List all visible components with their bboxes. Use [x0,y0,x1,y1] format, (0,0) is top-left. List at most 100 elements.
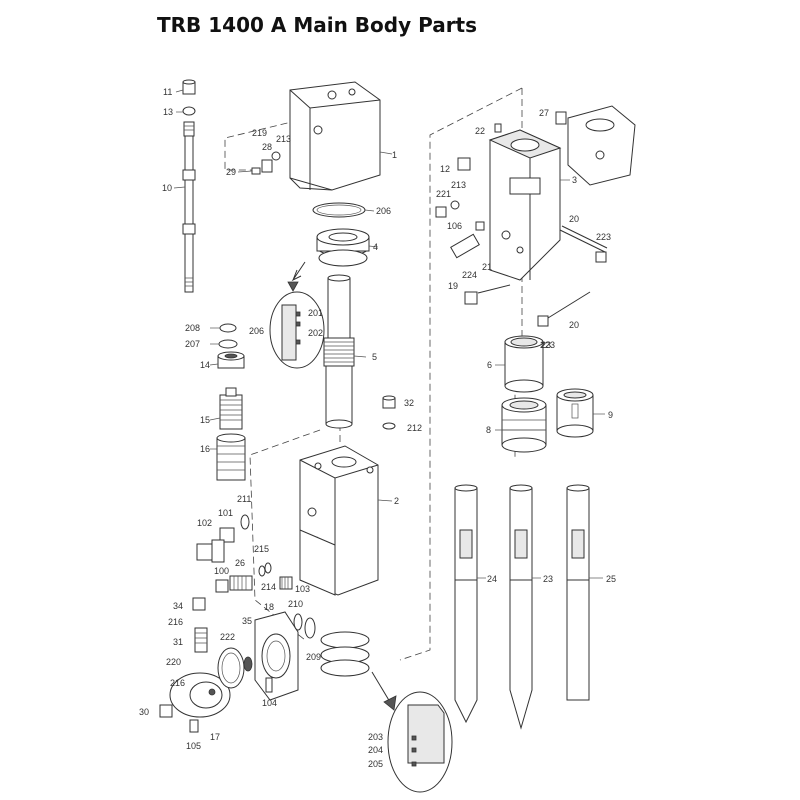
part-17-back-head [169,672,231,718]
seal-detail-inset-upper [269,261,325,369]
part-102-plug [196,539,225,563]
callout-214: 214 [261,582,276,592]
part-25-chisel [566,484,590,701]
part-211-oring [240,514,250,530]
callout-5: 5 [372,352,377,362]
callout-221: 221 [436,189,451,199]
callout-213a: 213 [276,134,291,144]
callout-13: 13 [163,107,173,117]
callout-213b: 213 [451,180,466,190]
part-10-through-bolt [173,79,196,293]
part-18-front-cover [254,611,299,701]
part-6-bushing [504,335,544,393]
callout-leaders-right [477,179,605,579]
part-16-valve-sleeve [216,433,246,481]
callout-208: 208 [185,323,200,333]
callout-215: 215 [254,544,269,554]
callout-12: 12 [440,164,450,174]
callout-20a: 20 [569,214,579,224]
part-212-oring [382,422,396,430]
part-2-cylinder-body [299,445,393,596]
callout-222: 222 [220,632,235,642]
callout-24: 24 [487,574,497,584]
callout-2: 2 [394,496,399,506]
part-14-valve-cap [217,351,245,369]
part-30-plug [159,704,173,718]
callout-18: 18 [264,602,274,612]
part-207-oring [218,339,238,349]
part-35-seal [243,656,253,672]
callout-6: 6 [487,360,492,370]
callout-17: 17 [210,732,220,742]
callout-19: 19 [448,281,458,291]
callout-216a: 216 [168,617,183,627]
part-31-accumulator-valve [194,627,208,653]
part-206-ring [312,202,375,218]
lower-seal-rings [320,631,370,677]
part-100-valve [215,575,253,593]
callout-34: 34 [173,601,183,611]
callout-26: 26 [235,558,245,568]
page-title: TRB 1400 A Main Body Parts [157,13,478,37]
part-1-upper-block [289,81,393,191]
part-20-lower-bolt [537,291,591,327]
callout-29: 29 [226,167,236,177]
part-20-upper-bolt [559,225,608,263]
callout-219: 219 [252,128,267,138]
callout-212: 212 [407,423,422,433]
callout-207: 207 [185,339,200,349]
callout-203: 203 [368,732,383,742]
callout-35: 35 [242,616,252,626]
part-104-105-screws [189,677,273,733]
part-3-side-plate-body [488,129,562,281]
callout-106: 106 [447,221,462,231]
callout-224: 224 [462,270,477,280]
part-15-valve-spool [219,387,243,430]
callout-8: 8 [486,425,491,435]
callout-14: 14 [200,360,210,370]
part-215-214-rings [258,562,272,577]
part-222-ring [217,647,245,689]
callout-101: 101 [218,508,233,518]
callout-102: 102 [197,518,212,528]
callout-206a: 206 [376,206,391,216]
part-32-plug [382,395,396,409]
part-8-front-bushing [501,397,547,453]
callout-leaders-left [209,327,221,450]
callout-201: 201 [308,308,323,318]
callout-22: 22 [475,126,485,136]
part-5-piston [323,274,367,429]
part-103-spring [279,576,293,590]
callout-223b: 223 [540,340,555,350]
callout-103: 103 [295,584,310,594]
callout-202: 202 [308,328,323,338]
part-19-pin [450,233,480,259]
callout-210: 210 [288,599,303,609]
parts-29-28-219-213 [237,151,281,175]
callout-204: 204 [368,745,383,755]
callout-4: 4 [373,242,378,252]
part-9-ring-bushing [556,388,594,438]
callout-20b: 20 [569,320,579,330]
part-34-cap [192,597,206,611]
part-24-chisel [454,484,478,724]
callout-9: 9 [608,410,613,420]
callout-16: 16 [200,444,210,454]
callout-labels: 1 2 3 4 5 6 8 9 10 11 12 13 14 15 16 17 … [139,87,616,769]
callout-206b: 206 [249,326,264,336]
part-208-oring [219,323,237,333]
callout-100: 100 [214,566,229,576]
seal-detail-inset-lower [371,671,453,793]
callout-31: 31 [173,637,183,647]
callout-223a: 223 [596,232,611,242]
callout-220: 220 [166,657,181,667]
callout-1: 1 [392,150,397,160]
callout-30: 30 [139,707,149,717]
callout-21: 21 [482,262,492,272]
callout-211: 211 [237,494,251,504]
parts-22-12-213-221-106 [435,123,502,231]
callout-209: 209 [306,652,321,662]
callout-27: 27 [539,108,549,118]
part-210-209-rings [293,613,316,639]
